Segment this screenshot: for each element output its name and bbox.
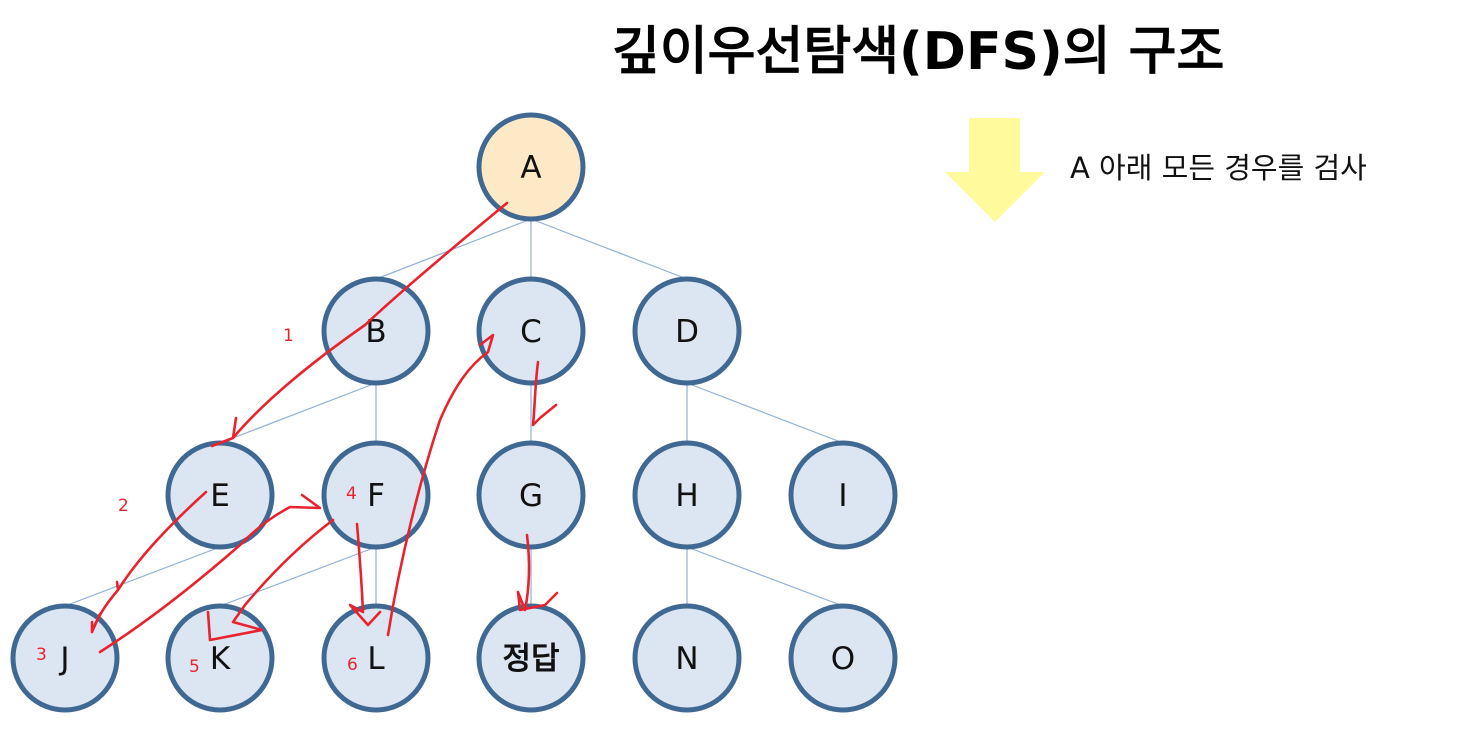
- step-number-6: 6: [347, 655, 358, 675]
- tree-edges: [64, 218, 844, 607]
- node-label: 정답: [502, 641, 559, 677]
- step-numbers: 1 2 3 4 5 6: [36, 326, 358, 677]
- node-c: C: [476, 276, 586, 386]
- path-stroke-e-to-j: [90, 490, 208, 634]
- path-stroke-f-to-k: [206, 518, 335, 642]
- step-number-5: 5: [189, 657, 200, 677]
- node-label: L: [367, 641, 385, 677]
- path-stroke-a-to-e: [210, 201, 509, 448]
- step-number-3: 3: [36, 645, 47, 665]
- node-i: I: [788, 440, 898, 550]
- node-circle: [321, 440, 431, 550]
- node-circle: [632, 603, 742, 713]
- node-j: J: [10, 603, 120, 713]
- node-circle: [788, 440, 898, 550]
- node-label: A: [520, 150, 541, 186]
- node-circle: [632, 440, 742, 550]
- node-d: D: [632, 276, 742, 386]
- node-h: H: [632, 440, 742, 550]
- edge-b-e: [219, 382, 377, 444]
- path-stroke-c-to-g: [531, 360, 558, 427]
- step-number-2: 2: [118, 496, 129, 516]
- node-label: G: [519, 478, 543, 514]
- tree-nodes: A B C D E F G H I J K L 정답 N O: [10, 112, 898, 713]
- node-circle: [476, 112, 586, 222]
- step-number-4: 4: [346, 484, 357, 504]
- edge-f-k: [219, 546, 377, 607]
- node-circle: [321, 603, 431, 713]
- dfs-traversal-path: [90, 201, 559, 654]
- node-circle: [788, 603, 898, 713]
- node-n: N: [632, 603, 742, 713]
- legend-text: A 아래 모든 경우를 검사: [1070, 151, 1367, 185]
- down-arrow-icon: [945, 118, 1045, 222]
- path-stroke-l-to-c: [386, 333, 495, 637]
- path-stroke-j-to-f: [98, 493, 322, 654]
- node-label: E: [210, 478, 230, 514]
- edge-h-o: [686, 546, 844, 607]
- node-g: G: [476, 440, 586, 550]
- node-circle: [632, 276, 742, 386]
- node-f: F: [321, 440, 431, 550]
- node-k: K: [165, 603, 275, 713]
- step-number-1: 1: [283, 326, 294, 346]
- node-circle: [321, 276, 431, 386]
- node-label: F: [367, 478, 385, 514]
- edge-a-d: [530, 218, 688, 280]
- node-label: C: [520, 314, 542, 350]
- node-o: O: [788, 603, 898, 713]
- node-label: H: [675, 478, 698, 514]
- node-label: B: [365, 314, 386, 350]
- page-title: 깊이우선탐색(DFS)의 구조: [612, 22, 1225, 82]
- node-label: I: [838, 478, 847, 514]
- node-circle: [476, 440, 586, 550]
- edge-d-i: [686, 382, 844, 444]
- node-circle: [476, 276, 586, 386]
- path-stroke-f-to-l: [348, 522, 382, 627]
- node-b: B: [321, 276, 431, 386]
- path-stroke-g-to-answer: [516, 533, 559, 612]
- node-label: O: [831, 641, 855, 677]
- edge-e-j: [64, 546, 221, 607]
- node-answer: 정답: [476, 603, 586, 713]
- node-label: D: [675, 314, 699, 350]
- node-label: K: [210, 641, 231, 677]
- node-label: N: [675, 641, 698, 677]
- node-circle: [476, 603, 586, 713]
- node-l: L: [321, 603, 431, 713]
- node-a: A: [476, 112, 586, 222]
- node-label: J: [58, 641, 69, 677]
